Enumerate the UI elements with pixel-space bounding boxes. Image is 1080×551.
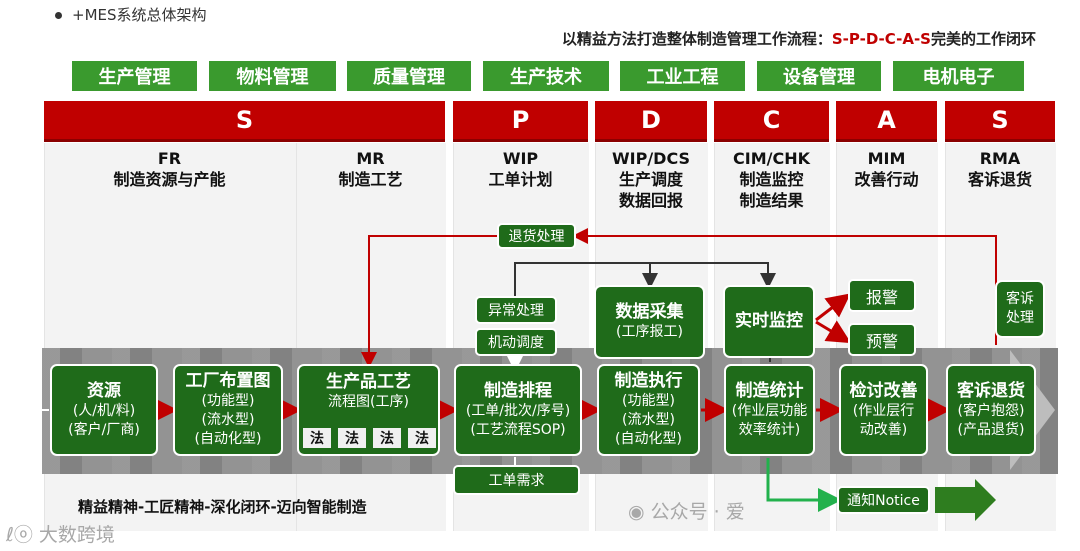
box-dispatch: 机动调度 (475, 328, 557, 356)
box-alarm: 报警 (848, 279, 916, 312)
phase-c: C (714, 101, 829, 142)
phase-s2: S (945, 101, 1055, 142)
box-schedule: 制造排程(工单/批次/序号)(工艺流程SOP) (454, 364, 582, 456)
dept-material: 物料管理 (209, 61, 336, 91)
box-review: 检讨改善(作业层行动改善) (839, 364, 928, 456)
box-wo-demand: 工单需求 (453, 465, 580, 495)
box-rma-handling: 客诉处理 (995, 280, 1045, 338)
page-title: +MES系统总体架构 (55, 4, 207, 25)
fa-step-2: 法 (338, 428, 366, 448)
box-exception: 异常处理 (475, 296, 557, 324)
box-stats: 制造统计(作业层功能效率统计) (724, 364, 815, 456)
dept-production: 生产管理 (72, 61, 197, 91)
subtitle: 以精益方法打造整体制造管理工作流程：S-P-D-C-A-S完美的工作闭环 (561, 30, 1036, 48)
bottom-slogan: 精益精神-工匠精神-深化闭环-迈向智能制造 (78, 498, 367, 516)
box-factory-layout: 工厂布置图(功能型)(流水型)(自动化型) (173, 364, 283, 456)
fa-step-1: 法 (303, 428, 331, 448)
box-warning: 预警 (848, 323, 916, 356)
watermark-left: ℓⓞ 大数跨境 (6, 524, 115, 546)
feedback-line (514, 262, 776, 296)
bullet-icon (55, 12, 62, 19)
box-return-handling: 退货处理 (497, 223, 576, 249)
box-execute: 制造执行(功能型)(流水型)(自动化型) (597, 364, 700, 456)
dept-quality: 质量管理 (347, 61, 471, 91)
phase-s1: S (44, 101, 445, 142)
notice-line (766, 458, 842, 512)
return-to-process-line (361, 235, 497, 368)
fa-step-4: 法 (408, 428, 436, 448)
box-data-collect: 数据采集(工序报工) (594, 285, 705, 359)
dept-electronics: 电机电子 (893, 61, 1024, 91)
phase-d: D (595, 101, 707, 142)
warning-arrow (815, 320, 852, 344)
dept-equipment: 设备管理 (757, 61, 881, 91)
wechat-icon: ◉ (628, 501, 651, 523)
logo-icon: ℓⓞ (6, 524, 39, 546)
fa-step-3: 法 (373, 428, 401, 448)
box-complaint: 客诉退货(客户抱怨)(产品退货) (946, 364, 1036, 456)
box-notice: 通知Notice (837, 486, 930, 514)
watermark-right: ◉ 公众号 · 爱 (628, 501, 745, 523)
notice-big-arrow-icon (935, 479, 996, 521)
box-monitor: 实时监控 (723, 285, 815, 358)
phase-a: A (836, 101, 937, 142)
phase-p: P (453, 101, 588, 142)
alarm-arrow (815, 293, 851, 322)
dept-ie: 工业工程 (620, 61, 745, 91)
box-resources: 资源(人/机/料)(客户/厂商) (50, 364, 158, 456)
dept-tech: 生产技术 (483, 61, 609, 91)
